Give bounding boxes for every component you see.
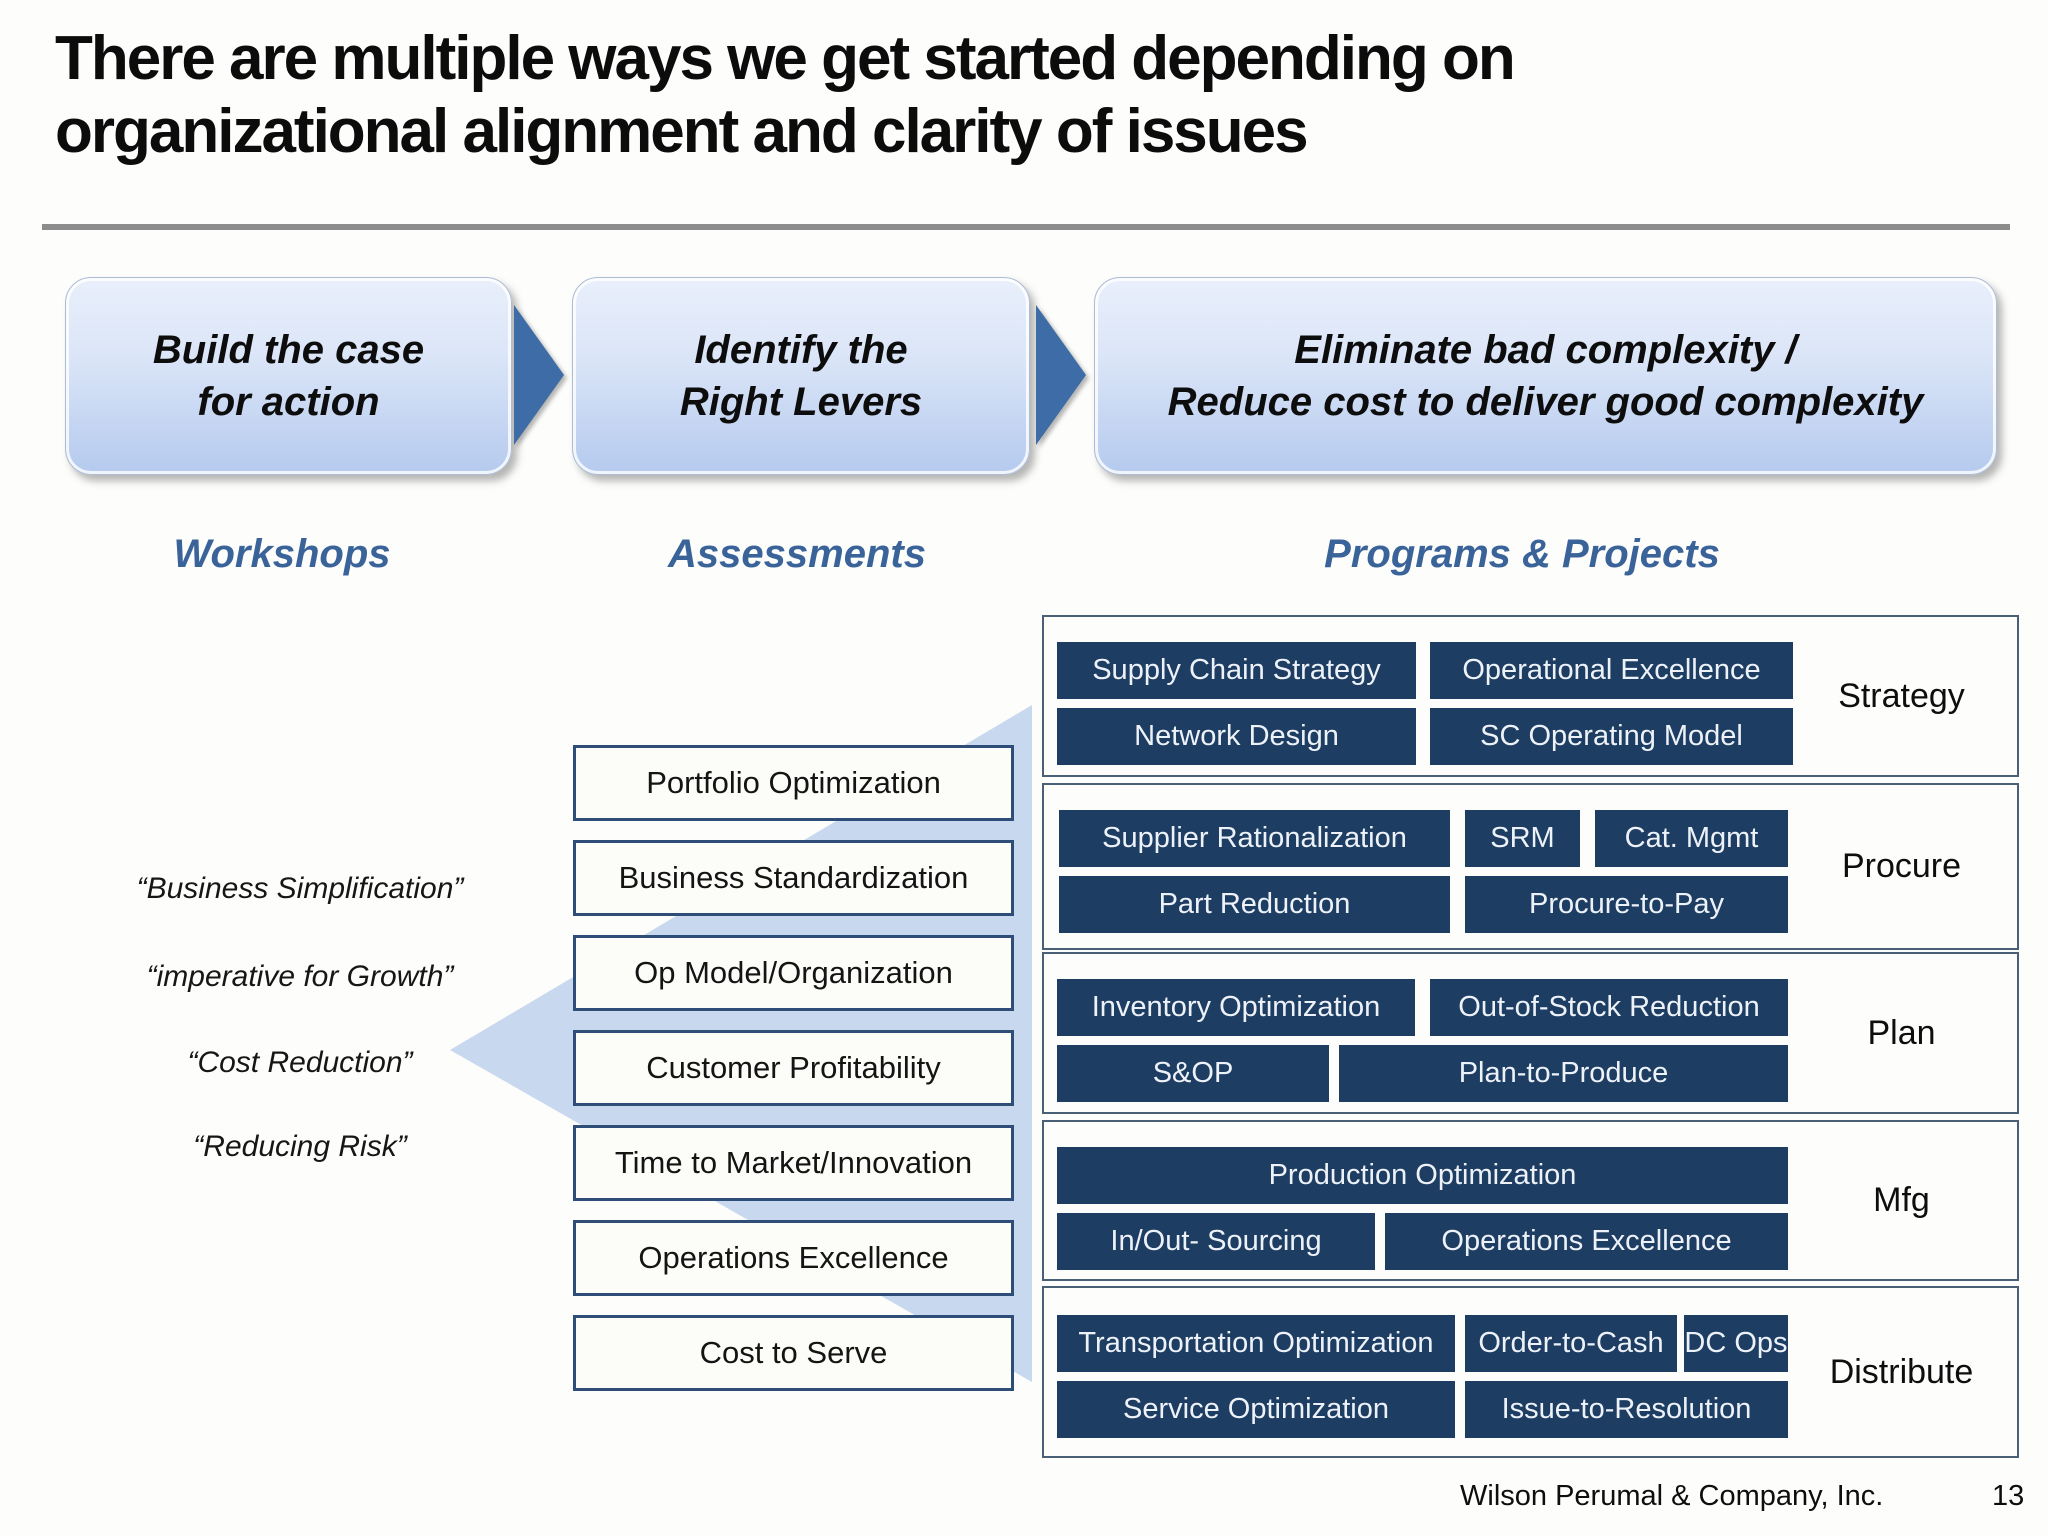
step-box-build-case-label: Build the case for action [153,324,424,428]
workshop-quote: “imperative for Growth” [146,960,454,993]
step3-line1: Eliminate bad complexity / [1294,328,1797,372]
footer-company: Wilson Perumal & Company, Inc. [1460,1480,1884,1512]
footer-page-number: 13 [1992,1480,2025,1512]
step2-line2: Right Levers [679,380,923,424]
program-item: Service Optimization [1057,1381,1455,1438]
program-group-mfg: Production Optimization In/Out- Sourcing… [1042,1120,2019,1281]
column-header-assessments: Assessments [668,532,926,576]
program-group-label: Procure [1841,847,1962,885]
assessment-box: Time to Market/Innovation [573,1125,1014,1201]
program-group-distribute: Transportation Optimization Order-to-Cas… [1042,1286,2019,1458]
workshop-quote: “Cost Reduction” [187,1046,413,1079]
workshop-quote: “Reducing Risk” [193,1130,407,1163]
program-group-label: Strategy [1838,676,1965,715]
page-title-line2: organizational alignment and clarity of … [55,97,1309,167]
step2-line1: Identify the [694,328,908,372]
program-group-label: Mfg [1873,1181,1930,1219]
step-box-eliminate-complexity-label: Eliminate bad complexity / Reduce cost t… [1168,324,1924,428]
step-box-eliminate-complexity: Eliminate bad complexity / Reduce cost t… [1094,277,1997,475]
assessment-box: Portfolio Optimization [573,745,1014,821]
flow-arrow-icon [514,305,564,445]
step-box-identify-levers: Identify the Right Levers [572,277,1030,475]
program-item: Operational Excellence [1430,642,1793,699]
program-item: Operations Excellence [1385,1213,1788,1270]
program-item: Procure-to-Pay [1465,876,1788,933]
column-header-programs: Programs & Projects [1324,532,1720,576]
program-item: Inventory Optimization [1057,979,1415,1036]
program-item: Plan-to-Produce [1339,1045,1788,1102]
page-title-line1: There are multiple ways we get started d… [55,24,1516,93]
assessment-box: Customer Profitability [573,1030,1014,1106]
step3-line2: Reduce cost to deliver good complexity [1167,380,1924,424]
program-item: Supply Chain Strategy [1057,642,1416,699]
step1-line2: for action [197,380,380,424]
program-item: SRM [1465,810,1580,867]
program-item: S&OP [1057,1045,1329,1102]
step1-line1: Build the case [152,328,425,372]
program-item: Order-to-Cash [1465,1315,1677,1372]
assessment-box: Business Standardization [573,840,1014,916]
assessment-box: Operations Excellence [573,1220,1014,1296]
program-item: Part Reduction [1059,876,1450,933]
program-group-plan: Inventory Optimization Out-of-Stock Redu… [1042,952,2019,1114]
column-header-workshops: Workshops [173,532,391,576]
step-box-identify-levers-label: Identify the Right Levers [680,324,922,428]
program-item: Cat. Mgmt [1595,810,1788,867]
title-divider [42,224,2010,230]
workshop-quote: “Business Simplification” [136,872,464,905]
program-item: Network Design [1057,708,1416,765]
program-group-label: Distribute [1829,1352,1974,1391]
program-group-procure: Supplier Rationalization SRM Cat. Mgmt P… [1042,783,2019,950]
program-item: Production Optimization [1057,1147,1788,1204]
program-item: Issue-to-Resolution [1465,1381,1788,1438]
program-item: Supplier Rationalization [1059,810,1450,867]
flow-arrow-icon [1036,305,1086,445]
program-item: DC Ops [1684,1315,1788,1372]
program-item: Out-of-Stock Reduction [1430,979,1788,1036]
program-item: In/Out- Sourcing [1057,1213,1375,1270]
program-item: Transportation Optimization [1057,1315,1455,1372]
assessment-box: Cost to Serve [573,1315,1014,1391]
program-group-label: Plan [1867,1013,1936,1052]
program-item: SC Operating Model [1430,708,1793,765]
step-box-build-case: Build the case for action [65,277,512,475]
page-title: There are multiple ways we get started d… [55,22,2035,168]
program-group-strategy: Supply Chain Strategy Operational Excell… [1042,615,2019,777]
assessment-box: Op Model/Organization [573,935,1014,1011]
